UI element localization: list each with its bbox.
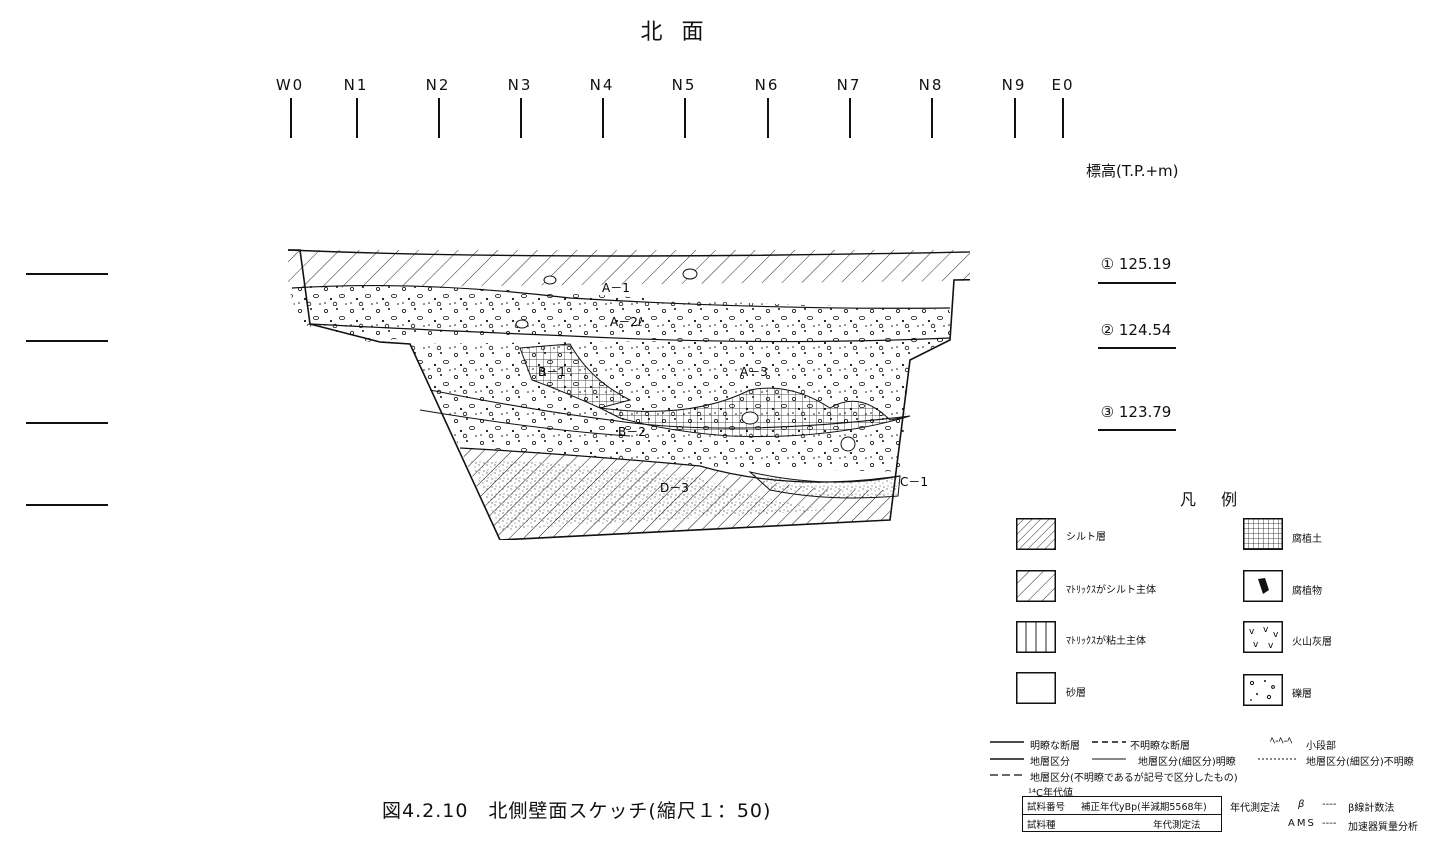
layer-a2-gravel [288,285,950,343]
station-tick [1062,98,1064,138]
elevation-underline [1098,282,1176,284]
legend-label-humus: 腐植土 [1292,534,1322,545]
legend-swatch-gravel [1243,674,1283,706]
legend-swatch-matrix-clay [1016,621,1056,653]
layer-b1-humus [519,343,632,409]
station-label-n4: N4 [589,76,615,94]
station-label-e0: E0 [1051,76,1075,94]
station-tick [290,98,292,138]
legend-swatch-matrix-silt [1016,570,1056,602]
legend-label-silt: シルト層 [1066,532,1106,543]
left-reference-line [26,273,108,275]
elevation-mark-3: ③ 123.79 [1100,403,1172,421]
diagram-title: 北 面 [640,20,710,45]
legend-label-matrix-silt: ﾏﾄﾘｯｸｽがシルト主体 [1066,585,1156,596]
layer-label-a3: A－3 [740,365,768,379]
layer-d3-sand [470,460,830,530]
layer-label-a1: A－1 [602,281,630,295]
station-label-n8: N8 [918,76,944,94]
legend-label-matrix-clay: ﾏﾄﾘｯｸｽが粘土主体 [1066,636,1146,647]
sample-box-method: 年代測定法 [1153,820,1201,831]
sample-info-box: 試料番号 補正年代yBp(半減期5568年) 試料種 年代測定法 [1022,796,1222,832]
svg-text:v: v [1253,640,1259,650]
station-tick [931,98,933,138]
line-key-sub-unclear: 地層区分(細区分)不明瞭 [1306,757,1414,768]
station-label-w0: W0 [275,76,305,94]
station-label-n9: N9 [1001,76,1027,94]
layer-label-d3: D－3 [660,481,689,495]
line-key-c14: ¹⁴C年代値 [1028,788,1073,799]
station-tick [438,98,440,138]
line-key-sub-clear: 地層区分(細区分)明瞭 [1138,757,1236,768]
line-key-strokes: ﾍ-ﾍ-ﾍ [990,736,1298,776]
station-tick [684,98,686,138]
left-reference-line [26,340,108,342]
elevation-underline [1098,347,1176,349]
methods-beta-desc: β線計数法 [1348,803,1395,814]
station-label-n2: N2 [425,76,451,94]
left-reference-line [26,504,108,506]
legend-swatch-humus [1243,518,1283,550]
station-label-n6: N6 [754,76,780,94]
layer-humus-band [599,387,911,438]
station-tick [356,98,358,138]
station-tick [520,98,522,138]
station-label-n5: N5 [671,76,697,94]
sample-box-corrected-age: 補正年代yBp(半減期5568年) [1081,802,1207,813]
layer-label-a2: A－2ℓ [610,315,643,329]
svg-text:v: v [1249,627,1255,637]
elevation-mark-2: ② 124.54 [1100,321,1172,339]
legend-label-gravel: 礫層 [1292,689,1312,700]
station-label-n1: N1 [343,76,369,94]
legend-swatch-sand [1016,672,1056,704]
layer-label-b1: B－1 [538,365,566,379]
methods-beta-dash: ---- [1322,799,1337,810]
left-reference-line [26,422,108,424]
svg-text:ﾍ-ﾍ-ﾍ: ﾍ-ﾍ-ﾍ [1270,736,1292,747]
legend-header: 凡 例 [1180,490,1248,509]
methods-ams-desc: 加速器質量分析 [1348,822,1418,833]
station-tick [849,98,851,138]
elevation-mark-1: ① 125.19 [1100,255,1172,273]
line-key-stratum: 地層区分 [1030,757,1070,768]
line-key-unclear-fault: 不明瞭な断層 [1130,741,1190,752]
layer-label-c1: C－1 [900,475,928,489]
layer-c1 [748,471,901,499]
sample-box-type: 試料種 [1027,820,1056,831]
elevation-header: 標高(T.P.+m) [1086,162,1179,180]
svg-text:v: v [1263,625,1269,635]
station-tick [767,98,769,138]
legend-swatch-humus-object [1243,570,1283,602]
legend-label-volcanic-ash: 火山灰層 [1292,637,1332,648]
legend-label-sand: 砂層 [1066,688,1086,699]
elevation-underline [1098,429,1176,431]
methods-label: 年代測定法 [1230,803,1280,814]
layer-a1-hatch [288,250,970,288]
line-key-clear-fault: 明瞭な断層 [1030,741,1080,752]
sample-box-divider [1023,814,1221,815]
station-label-n3: N3 [507,76,533,94]
line-key-symbol-division: 地層区分(不明瞭であるが記号で区分したもの) [1030,773,1238,784]
legend-label-humus-object: 腐植物 [1292,586,1322,597]
svg-text:v: v [1268,641,1274,651]
methods-beta: β [1298,799,1305,810]
station-tick [1014,98,1016,138]
line-key-small-step: 小段部 [1306,741,1336,752]
figure-caption: 図4.2.10 北側壁面スケッチ(縮尺１：50) [382,800,772,822]
station-tick [602,98,604,138]
methods-ams: AMS [1288,818,1316,829]
cross-section-sketch: A－1 A－2ℓ A－3 B－1 B－2 C－1 D－3 [287,249,970,540]
methods-ams-dash: ---- [1322,818,1337,829]
layer-label-b2: B－2 [618,425,646,439]
svg-text:v: v [1273,630,1279,640]
station-label-n7: N7 [836,76,862,94]
sample-box-number: 試料番号 [1027,802,1066,813]
legend-swatch-silt [1016,518,1056,550]
